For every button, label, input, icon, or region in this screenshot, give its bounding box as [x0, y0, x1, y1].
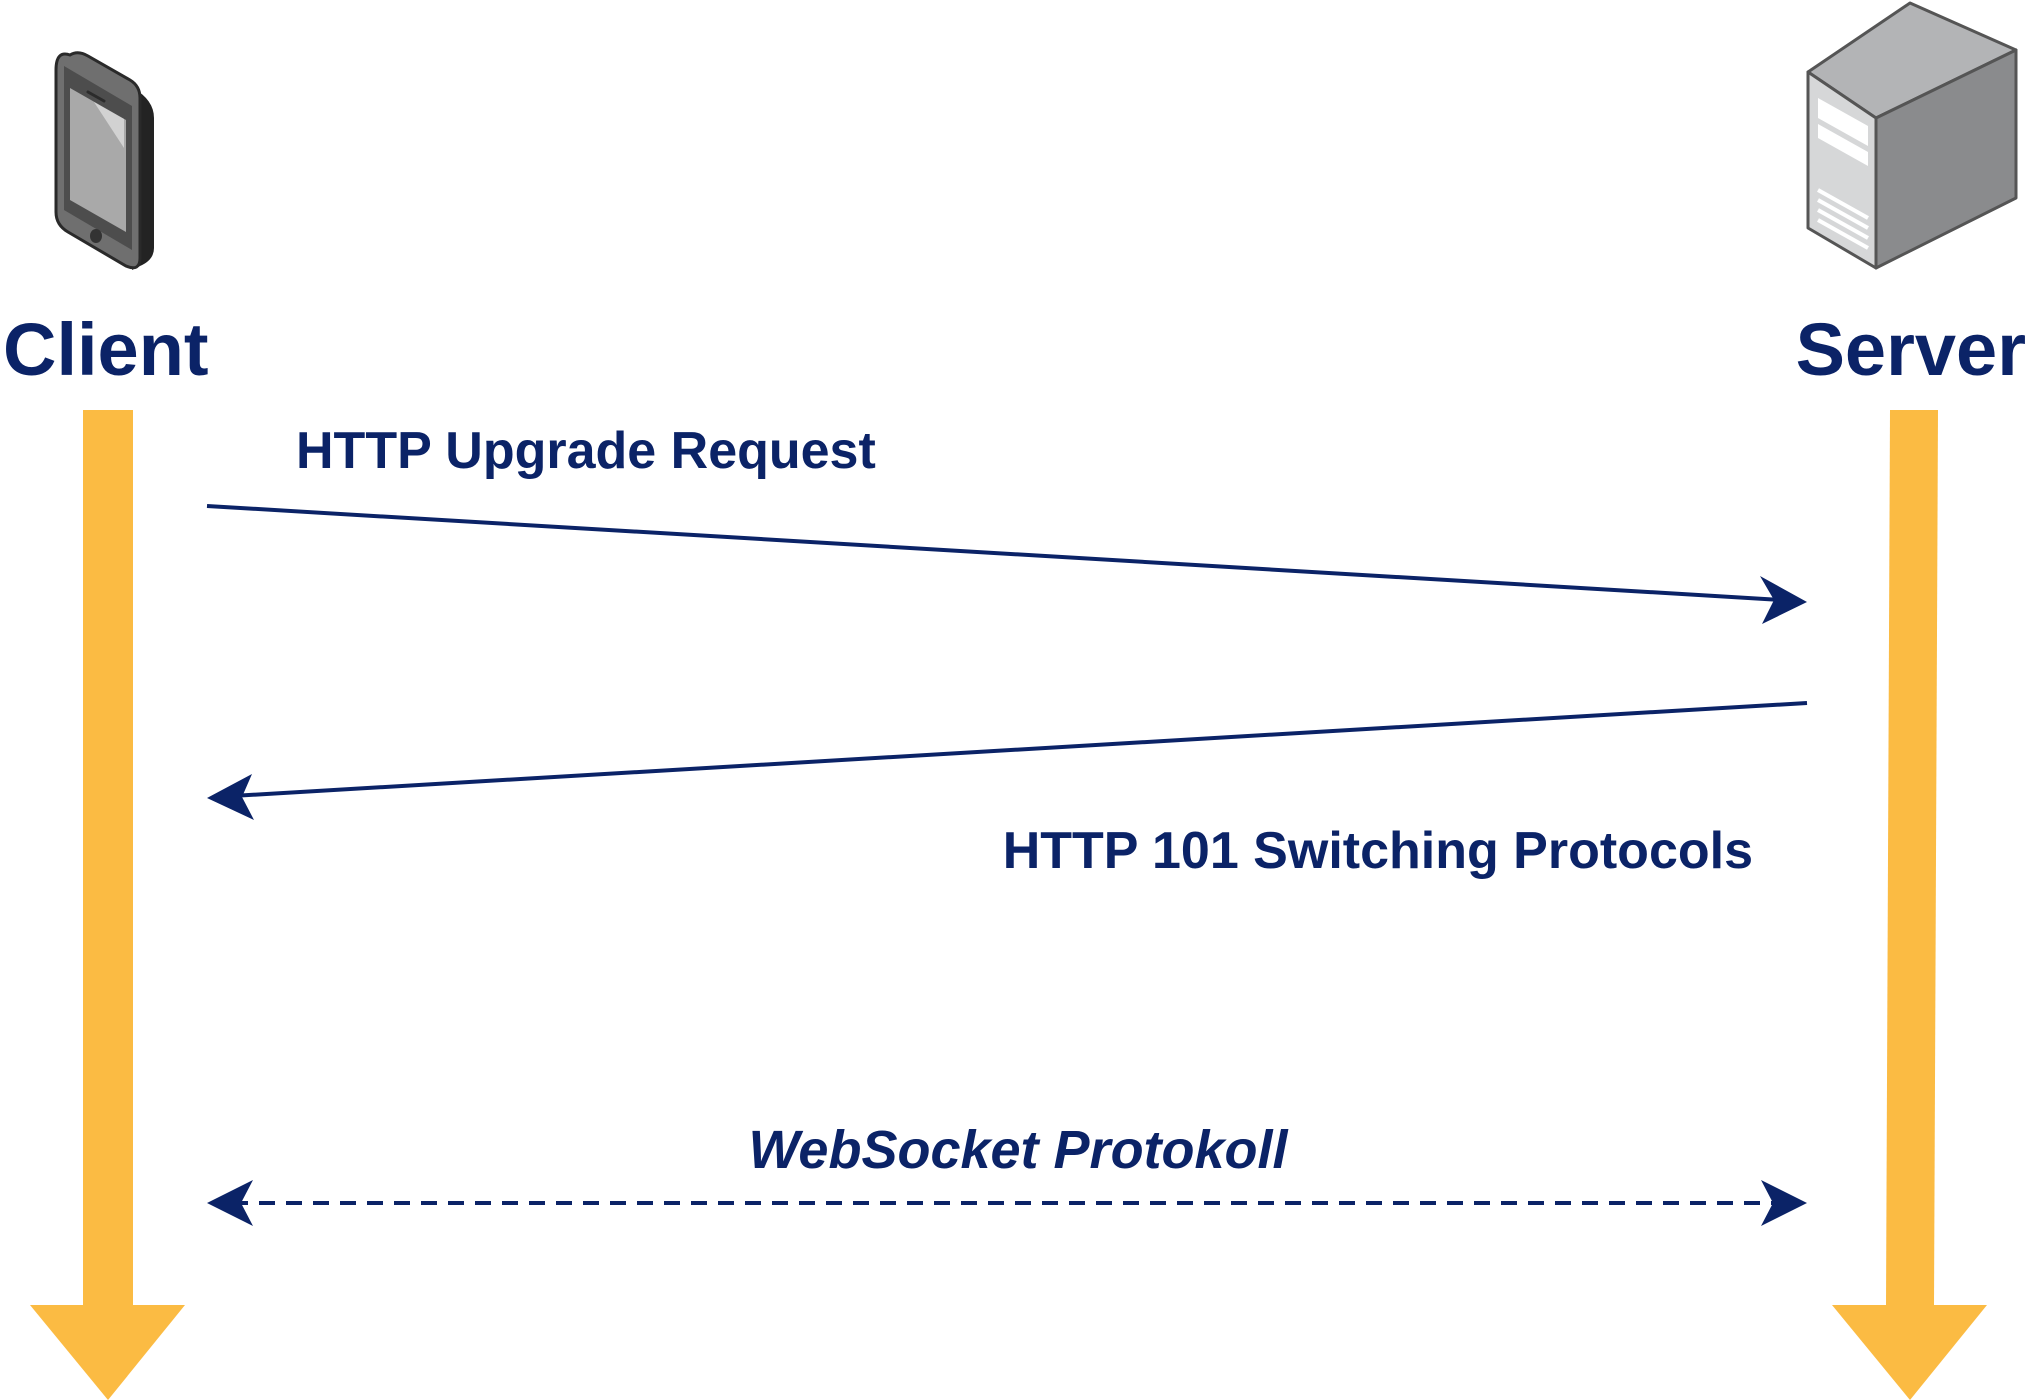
smartphone-icon — [54, 51, 154, 270]
switching-protocols-label: HTTP 101 Switching Protocols — [1003, 822, 1753, 880]
client-label: Client — [3, 308, 209, 391]
server-tower-icon — [1806, 1, 2018, 270]
switching-protocols-arrow — [207, 701, 1808, 820]
server-lifeline — [1832, 410, 1987, 1400]
client-lifeline — [30, 410, 185, 1400]
websocket-label: WebSocket Protokoll — [748, 1120, 1288, 1180]
upgrade-request-label: HTTP Upgrade Request — [296, 422, 876, 480]
server-label: Server — [1796, 308, 2026, 391]
websocket-arrow — [207, 1180, 1807, 1226]
upgrade-request-arrow — [206, 504, 1807, 624]
